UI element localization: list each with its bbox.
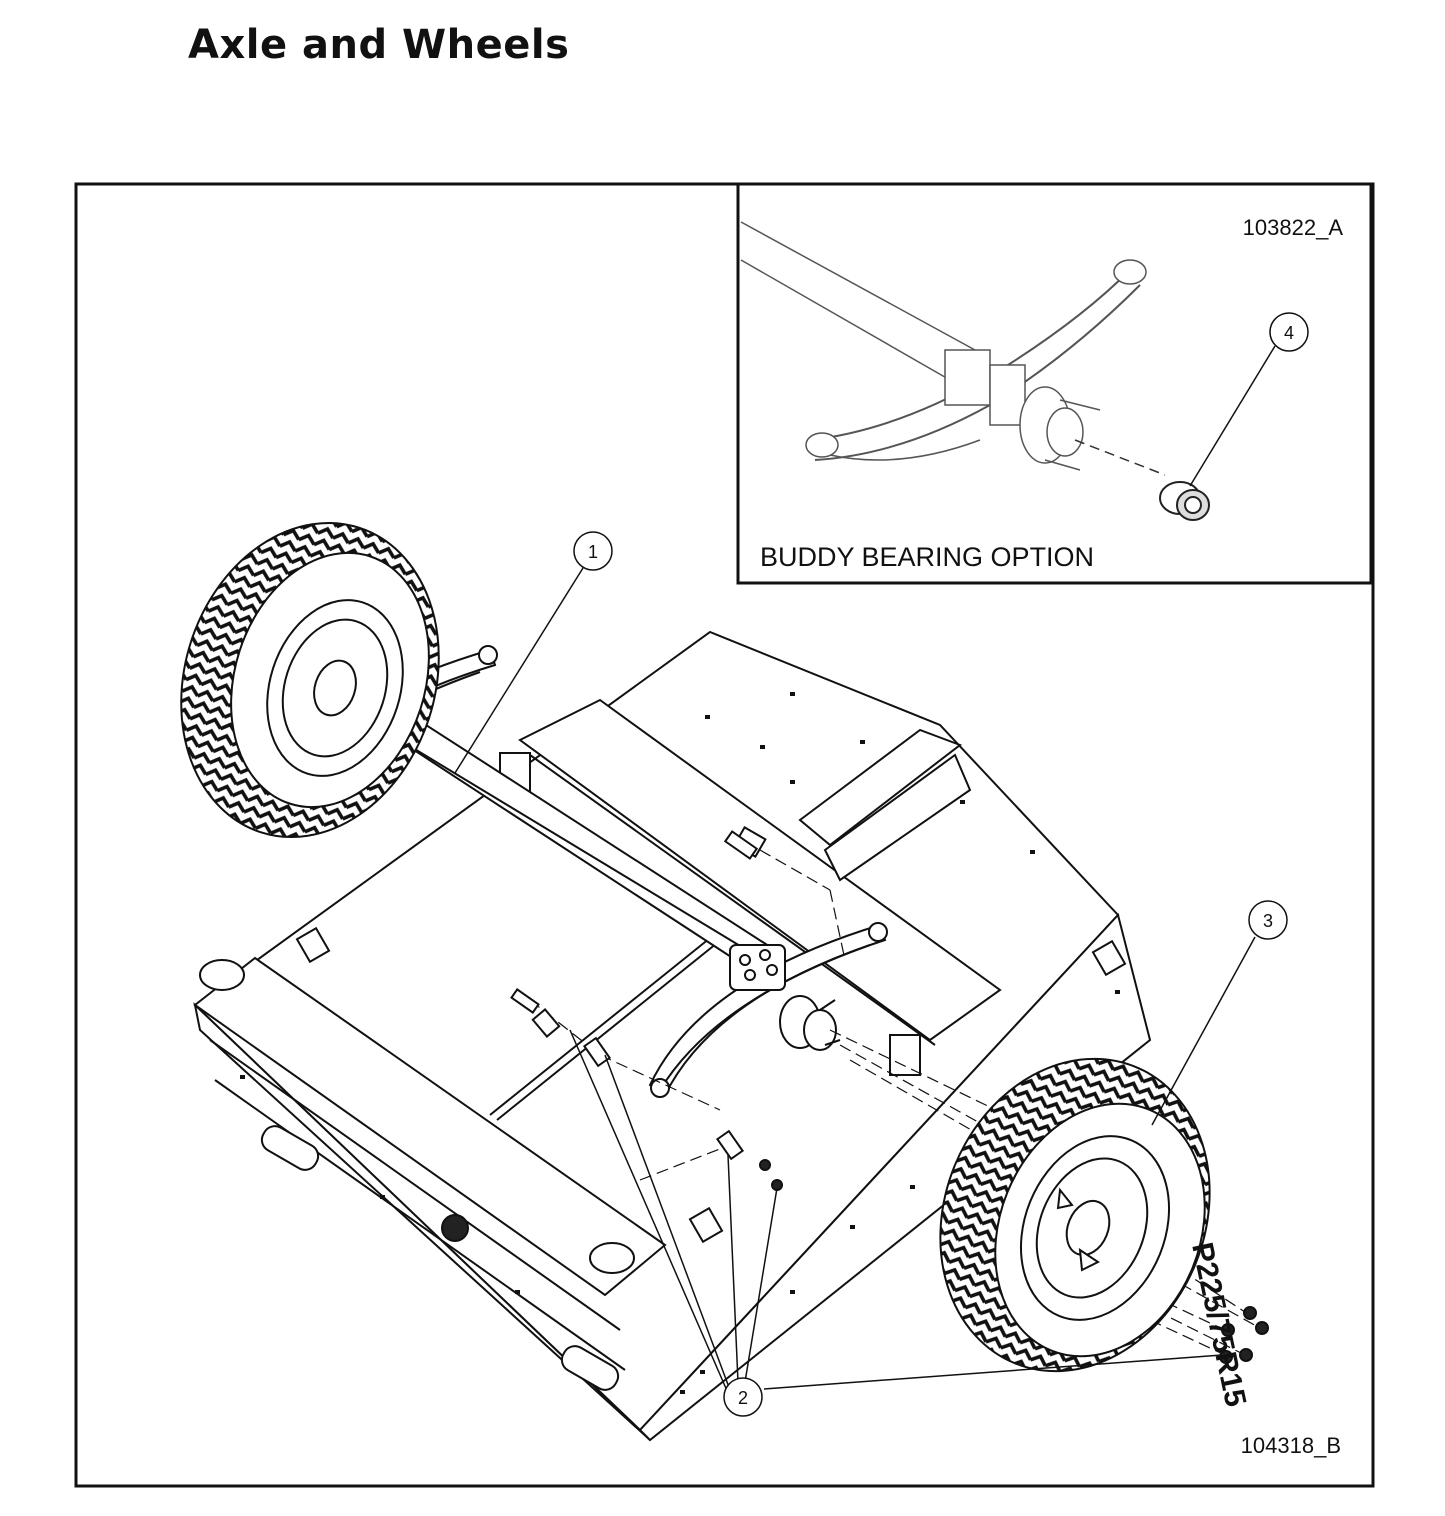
figure-frame (74, 182, 1375, 1488)
callout-4: 4 (1269, 312, 1309, 352)
callout-1: 1 (573, 531, 613, 571)
svg-text:2: 2 (738, 1388, 748, 1408)
drawing-number: 104318_B (1241, 1433, 1341, 1458)
hardware-parts (510, 830, 1269, 1364)
inset-drawing-number: 103822_A (1243, 215, 1344, 240)
tire-size-marking: P225/75R15 (1185, 1240, 1252, 1410)
callout-2: 2 (723, 1377, 763, 1417)
mower-deck (193, 630, 1152, 1442)
svg-text:4: 4 (1284, 323, 1294, 343)
inset-caption: BUDDY BEARING OPTION (760, 542, 1094, 572)
right-wheel (939, 1057, 1211, 1373)
right-leaf-spring (648, 825, 888, 1098)
leader-lines (454, 345, 1276, 1394)
buddy-bearing (1159, 481, 1210, 521)
page-title: Axle and Wheels (188, 22, 570, 68)
inset-frame (736, 182, 1373, 585)
deck-mounting-holes (240, 692, 1120, 1394)
inset-assembly (740, 221, 1166, 476)
left-wheel (180, 522, 440, 838)
svg-text:1: 1 (588, 542, 598, 562)
svg-text:3: 3 (1263, 911, 1273, 931)
callout-3: 3 (1248, 900, 1288, 940)
right-hub (779, 995, 841, 1051)
